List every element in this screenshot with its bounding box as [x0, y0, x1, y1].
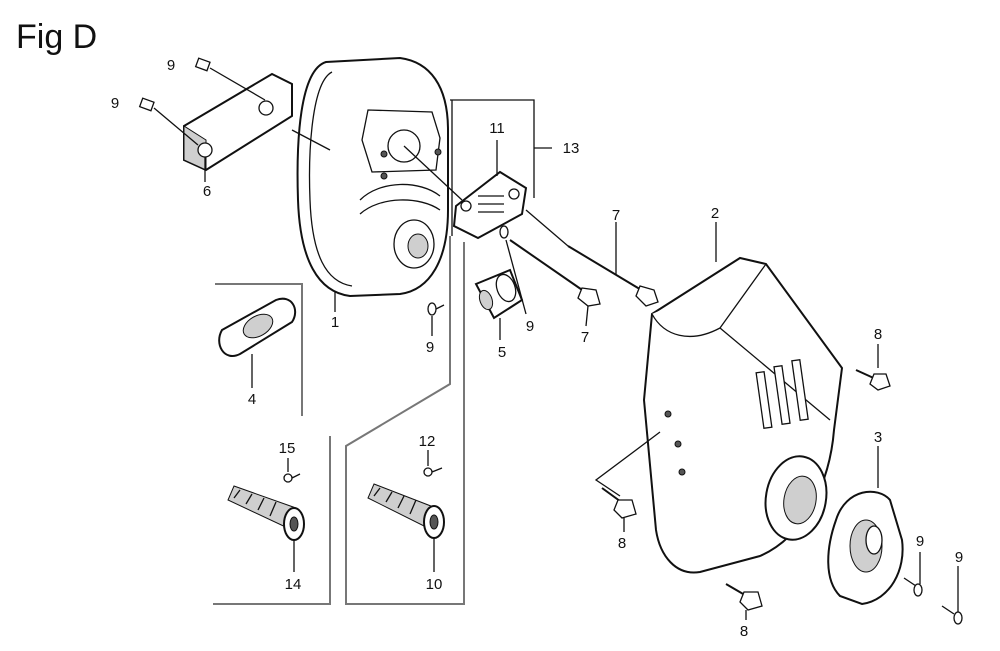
callout-8: 8 [874, 326, 882, 343]
callout-5: 5 [498, 344, 506, 361]
callout-6: 6 [203, 183, 211, 200]
bolt-part-8-a [855, 344, 891, 391]
bolt-part-9-a [194, 57, 266, 101]
callout-15: 15 [279, 440, 296, 457]
screw-part-12 [423, 450, 443, 477]
callout-12: 12 [419, 433, 436, 450]
callout-9: 9 [111, 95, 119, 112]
callout-14: 14 [285, 576, 302, 593]
screw-part-9-e [903, 552, 923, 597]
bolt-part-8-b [601, 487, 637, 532]
callout-9: 9 [955, 549, 963, 566]
group-frames [213, 99, 552, 605]
callout-13: 13 [563, 140, 580, 157]
callout-2: 2 [711, 205, 719, 222]
screw-part-9-f [941, 566, 963, 625]
gasket-part-4 [218, 297, 297, 388]
bracket-part-6 [183, 72, 293, 182]
bolt-part-8-c [725, 583, 763, 620]
bolt-part-9-b [138, 97, 199, 146]
callout-1: 1 [331, 314, 339, 331]
callout-4: 4 [248, 391, 256, 408]
long-bolt-part-7-b [509, 239, 601, 327]
callout-7: 7 [581, 329, 589, 346]
muffler-protector-part-2 [594, 222, 844, 574]
long-bolt-part-7-a [525, 209, 659, 307]
callout-11: 11 [489, 120, 505, 137]
screw-part-15 [283, 458, 301, 483]
screw-part-9-d [499, 225, 527, 315]
callout-9: 9 [167, 57, 175, 74]
callout-10: 10 [426, 576, 443, 593]
figure-title: Fig D [16, 18, 97, 56]
spark-arrester-part-10 [367, 483, 445, 572]
callout-8: 8 [740, 623, 748, 640]
deflector-part-3 [827, 446, 904, 606]
callout-9: 9 [916, 533, 924, 550]
callout-9: 9 [426, 339, 434, 356]
screw-part-9-c [427, 302, 445, 336]
callout-8: 8 [618, 535, 626, 552]
muffler-part-1 [291, 56, 449, 312]
callout-labels: 9 9 6 1 4 11 13 7 2 9 7 9 5 8 3 15 12 14… [111, 57, 963, 640]
collar-part-5 [474, 268, 524, 340]
callout-3: 3 [874, 429, 882, 446]
plate-part-11 [403, 140, 528, 240]
callout-7: 7 [612, 207, 620, 224]
spark-arrester-part-14 [227, 485, 305, 572]
callout-9: 9 [526, 318, 534, 335]
